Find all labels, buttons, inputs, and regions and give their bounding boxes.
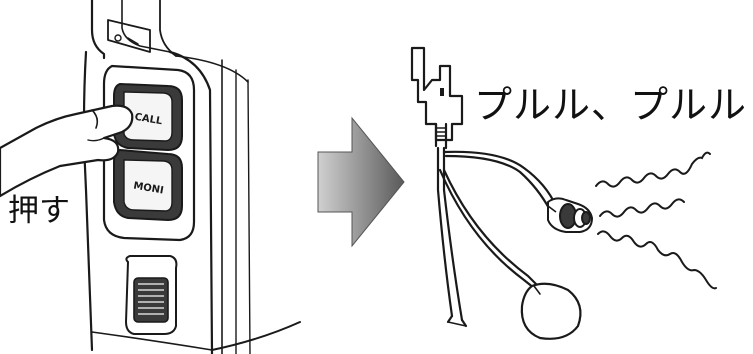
moni-button-label: MONI (132, 180, 164, 196)
push-label: 押す (8, 193, 70, 229)
pointing-finger-icon (0, 104, 134, 198)
right-arrow-icon (317, 116, 405, 248)
battery-latch[interactable] (124, 255, 178, 335)
call-button-label: CALL (134, 112, 164, 128)
earphone-assembly (410, 46, 582, 340)
sound-label: プルル、プルル (474, 83, 748, 127)
earphone-icon (547, 197, 593, 233)
moni-button[interactable]: MONI (113, 148, 183, 222)
sound-wave-icon (595, 151, 717, 290)
call-button[interactable]: CALL (113, 82, 183, 152)
radio-device (82, 0, 301, 354)
